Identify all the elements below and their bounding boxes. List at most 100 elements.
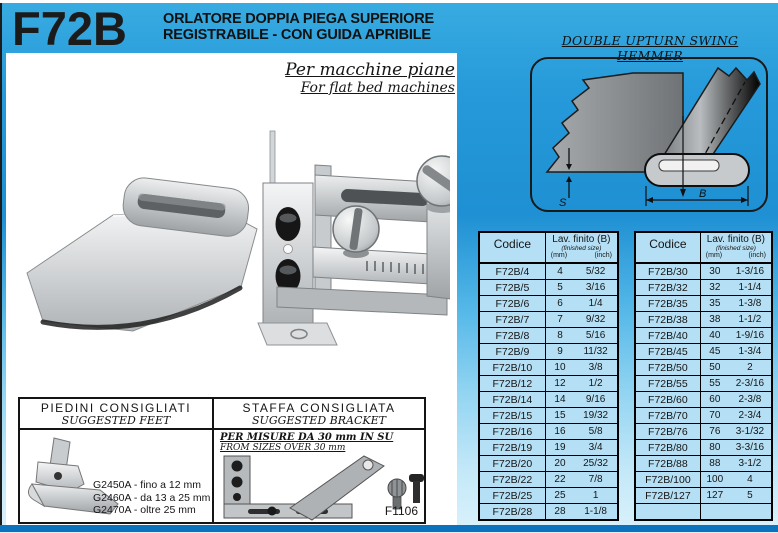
inch-value: 1-1/8	[584, 506, 607, 517]
left-border-line	[0, 3, 2, 532]
size-column-header: Lav. finito (B) (finished size) (mm) (in…	[550, 234, 612, 260]
mm-value: 40	[709, 330, 721, 341]
inch-value: 7/8	[588, 474, 603, 485]
inch-value: 5/8	[588, 426, 603, 437]
hem-diagram-frame: S B	[530, 57, 768, 212]
code-cell: F72B/16	[480, 424, 546, 439]
inch-value: 4	[747, 474, 753, 485]
bracket-title-english: SUGGESTED BRACKET	[252, 414, 386, 427]
feet-box-content: G2450A - fino a 12 mm G2460A - da 13 a 2…	[20, 430, 212, 524]
mm-value: 9	[557, 346, 563, 357]
feet-title-english: SUGGESTED FEET	[61, 414, 171, 427]
inch-value: 3-1/2	[738, 458, 762, 469]
mm-value: 55	[709, 378, 721, 389]
inch-value: 11/32	[583, 346, 608, 357]
code-cell: F72B/15	[480, 408, 546, 423]
size-cell: 100 4	[701, 472, 771, 487]
presser-foot-image	[28, 437, 119, 515]
feet-part-item: G2470A - oltre 25 mm	[93, 504, 196, 516]
code-cell: F72B/9	[480, 344, 546, 359]
bracket-title-italian: STAFFA CONSIGLIATA	[242, 401, 396, 415]
code-cell: F72B/55	[636, 376, 701, 391]
size-table-small: Codice Lav. finito (B) (finished size) (…	[478, 231, 619, 521]
product-description-line2: REGISTRABILE - CON GUIDA APRIBILE	[163, 26, 431, 43]
bracket-note-italian: PER MISURE DA 30 mm IN SU	[220, 432, 394, 443]
dim-b-label: B	[699, 188, 706, 200]
bracket-part-number: F1106	[384, 504, 418, 518]
code-cell: F72B/5	[480, 280, 546, 295]
inch-value: 1-1/2	[738, 314, 762, 325]
table-header: Codice Lav. finito (B) (finished size) (…	[480, 233, 617, 263]
inch-value: 5/32	[585, 266, 606, 277]
mm-value: 10	[554, 362, 566, 373]
mm-value: 6	[557, 298, 563, 309]
code-cell: F72B/30	[636, 264, 701, 279]
feet-part-list: G2450A - fino a 12 mm G2460A - da 13 a 2…	[93, 479, 210, 517]
code-cell: F72B/28	[480, 504, 546, 519]
inch-value: 2-3/8	[738, 394, 762, 405]
size-cell: 9 11/32	[546, 344, 617, 359]
mm-value: 70	[709, 410, 721, 421]
mm-value: 30	[709, 266, 721, 277]
feet-box-header: PIEDINI CONSIGLIATI SUGGESTED FEET	[20, 399, 212, 430]
feet-title-italian: PIEDINI CONSIGLIATI	[40, 401, 192, 415]
code-cell: F72B/76	[636, 424, 701, 439]
page-title: F72B	[12, 2, 127, 55]
code-cell: F72B/50	[636, 360, 701, 375]
code-cell: F72B/12	[480, 376, 546, 391]
mm-value: 4	[557, 266, 563, 277]
mm-value: 15	[554, 410, 566, 421]
inch-value: 2-3/16	[735, 378, 765, 389]
size-cell: 70 2-3/4	[701, 408, 771, 423]
inch-value: 3/16	[585, 282, 606, 293]
inch-value: 2-3/4	[738, 410, 762, 421]
code-cell: F72B/20	[480, 456, 546, 471]
table-row: F72B/9 9 11/32	[480, 343, 617, 359]
product-photo-image	[26, 130, 450, 346]
mm-value: 16	[554, 426, 566, 437]
code-cell	[636, 504, 701, 519]
mm-value: 20	[554, 458, 566, 469]
mm-value: 100	[706, 474, 724, 485]
mm-value: 32	[709, 282, 721, 293]
bracket-image	[223, 455, 424, 521]
code-cell: F72B/6	[480, 296, 546, 311]
mm-value: 8	[557, 330, 563, 341]
mm-value: 80	[709, 442, 721, 453]
bracket-box-header: STAFFA CONSIGLIATA SUGGESTED BRACKET	[214, 399, 424, 430]
inch-value: 1-9/16	[735, 330, 765, 341]
inch-value: 3/8	[588, 362, 603, 373]
size-cell: 16 5/8	[546, 424, 617, 439]
diagram-title: DOUBLE UPTURN SWING HEMMER	[561, 33, 739, 63]
